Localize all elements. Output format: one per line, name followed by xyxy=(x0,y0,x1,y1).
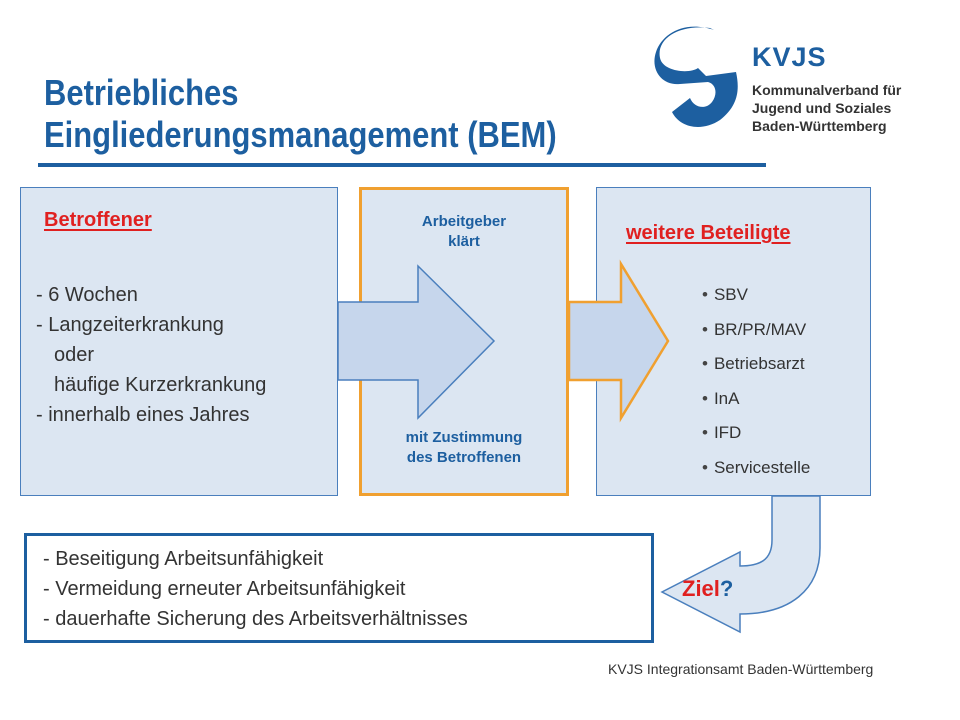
criteria-item: - Langzeiterkrankung xyxy=(36,314,224,336)
title-underline xyxy=(38,163,766,167)
with-consent-text: mit Zustimmung des Betroffenen xyxy=(405,429,523,466)
goal-box: - Beseitigung Arbeitsunfähigkeit - Verme… xyxy=(24,533,654,643)
criteria-item: - 6 Wochen xyxy=(36,284,138,306)
criteria-item: oder xyxy=(54,344,95,366)
affected-person-panel xyxy=(20,187,338,496)
employer-clarifies-text: Arbeitgeber klärt xyxy=(421,213,507,250)
participant-item: IFD xyxy=(702,416,810,451)
participant-item: Betriebsarzt xyxy=(702,347,810,382)
kvjs-logo-icon xyxy=(654,26,738,127)
criteria-item: häufige Kurzerkrankung xyxy=(54,374,267,396)
participant-item: BR/PR/MAV xyxy=(702,313,810,348)
goal-item: - dauerhafte Sicherung des Arbeitsverhäl… xyxy=(43,608,468,630)
arrow-to-goal xyxy=(660,495,821,634)
goal-label: Ziel? xyxy=(682,576,734,601)
participant-item: SBV xyxy=(702,278,810,313)
footer-text: KVJS Integrationsamt Baden-Württemberg xyxy=(608,661,874,677)
logo-brand: KVJS xyxy=(752,42,827,72)
participant-item: Servicestelle xyxy=(702,451,810,486)
page-title: Betriebliches Eingliederungsmanagement (… xyxy=(44,72,594,156)
affected-criteria-list: - 6 Wochen - Langzeiterkrankung oder häu… xyxy=(36,280,266,430)
title-line-1: Betriebliches xyxy=(44,72,239,113)
logo-line-3: Baden-Württemberg xyxy=(752,118,887,134)
logo-line-1: Kommunalverband für xyxy=(752,82,902,98)
criteria-item: - innerhalb eines Jahres xyxy=(36,404,250,426)
affected-heading: Betroffener xyxy=(44,209,152,231)
logo-line-2: Jugend und Soziales xyxy=(752,100,892,116)
participants-heading: weitere Beteiligte xyxy=(626,222,791,244)
participant-item: InA xyxy=(702,382,810,417)
goal-item: - Beseitigung Arbeitsunfähigkeit xyxy=(43,548,324,570)
goal-item: - Vermeidung erneuter Arbeitsunfähigkeit xyxy=(43,578,406,600)
participants-list: SBV BR/PR/MAV Betriebsarzt InA IFD Servi… xyxy=(702,278,810,485)
title-line-2: Eingliederungsmanagement (BEM) xyxy=(44,114,557,155)
goal-list: - Beseitigung Arbeitsunfähigkeit - Verme… xyxy=(43,544,468,634)
